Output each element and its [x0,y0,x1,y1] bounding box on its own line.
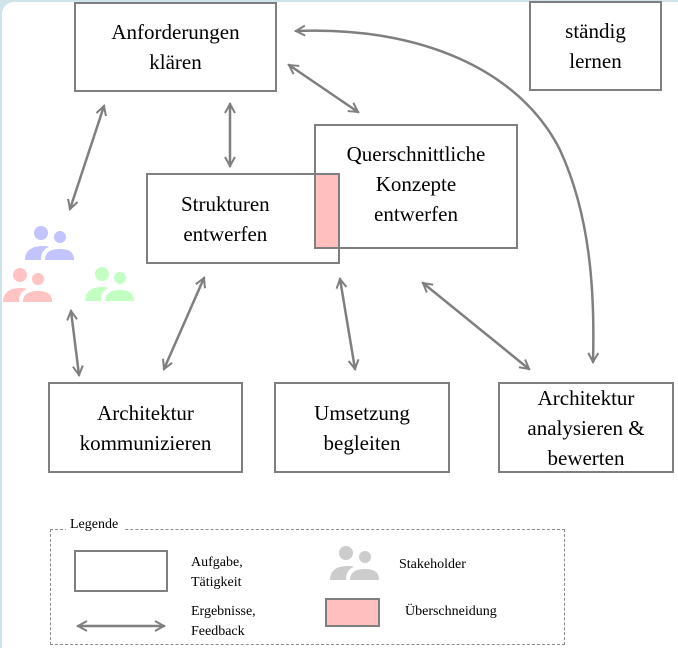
task-label: Architektur kommunizieren [79,400,212,455]
arrow-anforderungen-analysieren [296,31,593,362]
task-anforderungen-klaeren: Anforderungen klären [74,2,277,92]
legend-task-label: Aufgabe, Tätigkeit [191,555,243,590]
task-label: Umsetzung begleiten [314,400,410,455]
task-strukturen-entwerfen: Strukturen entwerfen [146,173,340,264]
task-architektur-kommunizieren: Architektur kommunizieren [48,382,243,473]
legend-stakeholder-label: Stakeholder [399,557,466,572]
arrow-querschnitt-umsetzung [340,279,355,369]
legend [50,529,565,645]
stakeholder-icon-blue [25,226,74,260]
arrow-anforderungen-stakeholder [70,106,104,209]
arrow-stakeholder-kommunizieren [71,311,79,375]
arrow-anforderungen-querschnitt [289,63,358,114]
stakeholder-icon-red [3,268,52,302]
legend-overlap-symbol [325,598,380,627]
stakeholder-icon-green [85,267,134,301]
legend-stakeholder-icon [330,546,379,580]
legend-task-symbol [74,550,168,592]
task-architektur-analysieren: Architektur analysieren & bewerten [498,382,674,473]
legend-arrow-label: Ergebnisse, Feedback [191,604,256,639]
arrow-strukturen-kommunizieren [164,278,204,369]
task-umsetzung-begleiten: Umsetzung begleiten [274,382,450,473]
legend-title: Legende [66,517,125,533]
task-label: Architektur analysieren & bewerten [527,385,645,470]
arrow-querschnitt-analysieren [423,283,529,369]
legend-overlap-label: Überschneidung [405,604,497,619]
task-label: Anforderungen klären [111,20,240,74]
task-label: Strukturen entwerfen [181,191,270,246]
